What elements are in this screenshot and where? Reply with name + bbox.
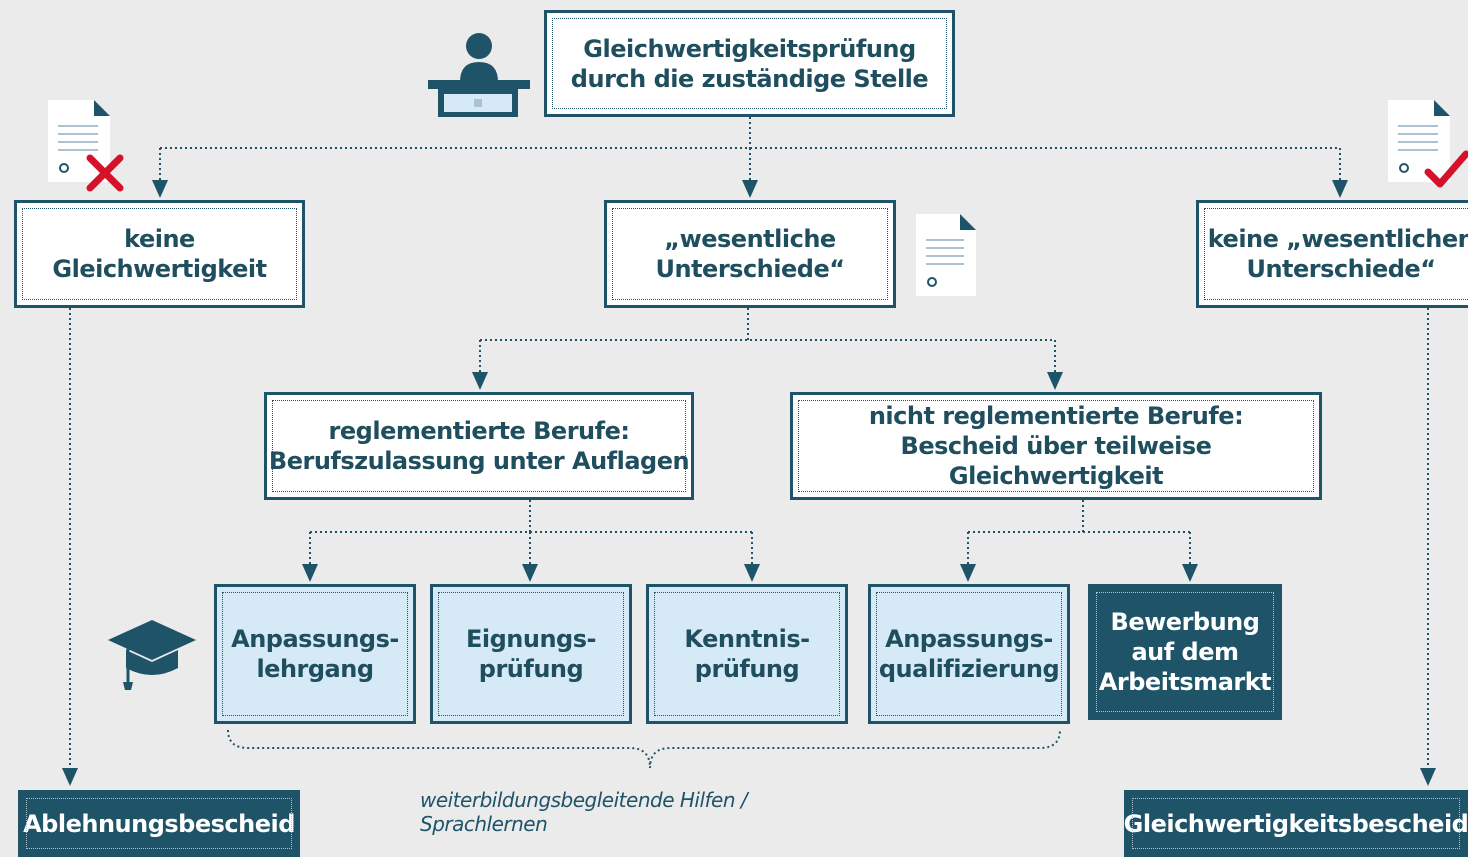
adaptation-qualification-label: Anpassungs- qualifizierung bbox=[878, 625, 1060, 683]
equivalence-check-box: Gleichwertigkeitsprüfung durch die zustä… bbox=[544, 10, 955, 117]
support-note: weiterbildungsbegleitende Hilfen / Sprac… bbox=[420, 788, 748, 836]
aptitude-test-box: Eignungs- prüfung bbox=[430, 584, 632, 724]
no-significant-differences-box: keine „wesentlichen Unterschiede“ bbox=[1196, 200, 1468, 308]
rejection-notice-label: Ablehnungsbescheid bbox=[23, 809, 295, 838]
significant-differences-label: „wesentliche Unterschiede“ bbox=[655, 225, 846, 283]
rejection-notice-box: Ablehnungsbescheid bbox=[18, 790, 300, 857]
document-icon bbox=[916, 214, 976, 296]
document-rejected-icon bbox=[48, 100, 124, 192]
unregulated-professions-label: nicht reglementierte Berufe: Bescheid üb… bbox=[868, 402, 1244, 490]
graduation-cap-icon bbox=[108, 620, 196, 690]
knowledge-test-label: Kenntnis- prüfung bbox=[684, 625, 810, 683]
equivalence-notice-label: Gleichwertigkeitsbescheid bbox=[1123, 809, 1468, 838]
regulated-professions-box: reglementierte Berufe: Berufszulassung u… bbox=[264, 392, 694, 500]
regulated-professions-label: reglementierte Berufe: Berufszulassung u… bbox=[268, 417, 690, 475]
knowledge-test-box: Kenntnis- prüfung bbox=[646, 584, 848, 724]
equivalence-notice-box: Gleichwertigkeitsbescheid bbox=[1124, 790, 1468, 857]
adaptation-qualification-box: Anpassungs- qualifizierung bbox=[868, 584, 1070, 724]
job-market-application-box: Bewerbung auf dem Arbeitsmarkt bbox=[1088, 584, 1282, 720]
no-equivalence-label: keine Gleichwertigkeit bbox=[52, 225, 267, 283]
equivalence-check-label: Gleichwertigkeitsprüfung durch die zustä… bbox=[570, 34, 929, 93]
job-market-application-label: Bewerbung auf dem Arbeitsmarkt bbox=[1098, 608, 1272, 696]
no-equivalence-box: keine Gleichwertigkeit bbox=[14, 200, 305, 308]
significant-differences-box: „wesentliche Unterschiede“ bbox=[604, 200, 896, 308]
no-significant-differences-label: keine „wesentlichen Unterschiede“ bbox=[1207, 225, 1468, 283]
adaptation-course-label: Anpassungs- lehrgang bbox=[231, 625, 399, 683]
aptitude-test-label: Eignungs- prüfung bbox=[466, 625, 596, 683]
official-at-desk-icon bbox=[428, 33, 530, 117]
unregulated-professions-box: nicht reglementierte Berufe: Bescheid üb… bbox=[790, 392, 1322, 500]
adaptation-course-box: Anpassungs- lehrgang bbox=[214, 584, 416, 724]
document-approved-icon bbox=[1388, 100, 1468, 188]
